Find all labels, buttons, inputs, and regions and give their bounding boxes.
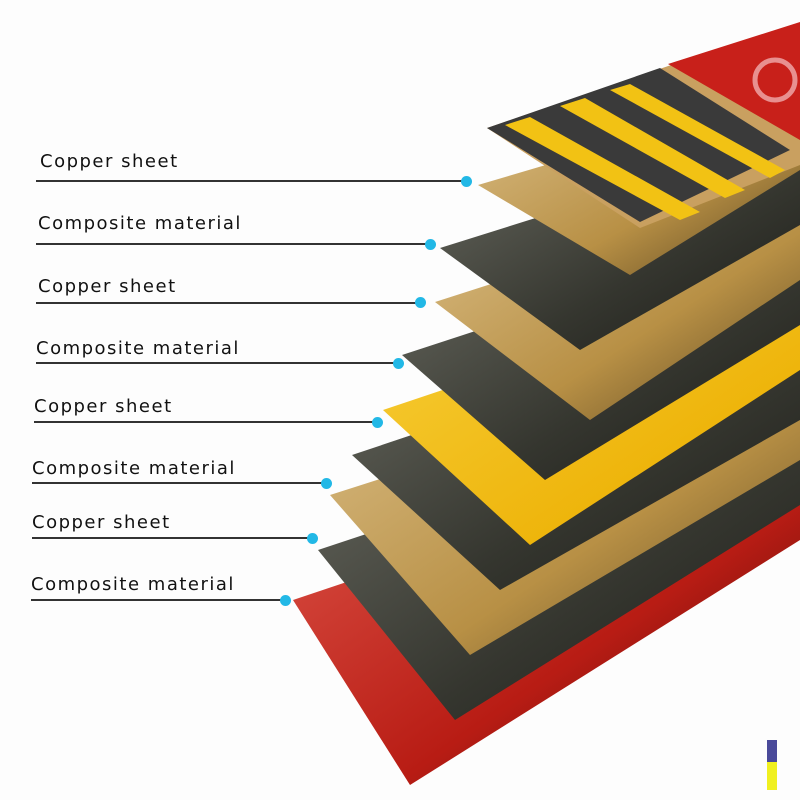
dragon-logo: [752, 57, 798, 103]
label-copper-sheet-1: Copper sheet: [40, 151, 179, 172]
label-composite-2: Composite material: [36, 338, 240, 359]
leader-line: [36, 362, 398, 364]
marker-dot: [393, 358, 404, 369]
label-copper-sheet-3: Copper sheet: [34, 396, 173, 417]
leader-line: [34, 421, 377, 423]
leader-line: [31, 599, 285, 601]
marker-dot: [307, 533, 318, 544]
marker-dot: [415, 297, 426, 308]
leader-line: [36, 180, 466, 182]
leader-line: [32, 482, 326, 484]
leader-line: [36, 243, 430, 245]
label-composite-3: Composite material: [32, 458, 236, 479]
label-copper-sheet-4: Copper sheet: [32, 512, 171, 533]
marker-dot: [372, 417, 383, 428]
marker-dot: [280, 595, 291, 606]
marker-dot: [425, 239, 436, 250]
corner-mark-yellow: [767, 762, 777, 790]
label-composite-1: Composite material: [38, 213, 242, 234]
marker-dot: [321, 478, 332, 489]
top-panel-stripe: [505, 117, 700, 220]
top-panel-stripe: [560, 98, 745, 198]
leader-line: [32, 537, 312, 539]
label-copper-sheet-2: Copper sheet: [38, 276, 177, 297]
leader-line: [36, 302, 420, 304]
marker-dot: [461, 176, 472, 187]
top-panel-stripe: [610, 84, 785, 178]
top-panel-red: [668, 22, 800, 140]
label-composite-4: Composite material: [31, 574, 235, 595]
corner-mark-blue: [767, 740, 777, 762]
